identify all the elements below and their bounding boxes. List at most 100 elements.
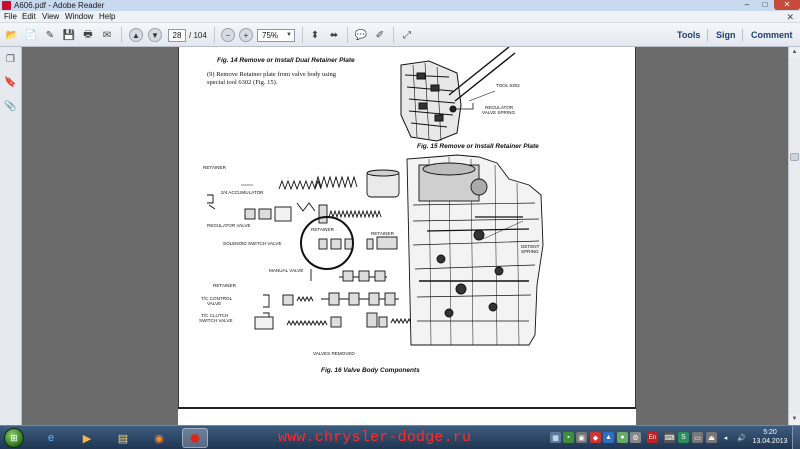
tray-device-icon[interactable]: ▣ <box>576 432 587 443</box>
window-title: A606.pdf - Adobe Reader <box>14 1 105 10</box>
toolbar-divider <box>214 27 215 43</box>
volume-icon[interactable]: 🔊 <box>737 434 746 442</box>
fig16-label-tc-control-valve: VALVE <box>207 301 222 306</box>
edit-icon[interactable]: ✎ <box>45 29 55 41</box>
tools-button[interactable]: Tools <box>677 30 701 40</box>
fig16-label-regulator-valve: REGULATOR VALVE <box>207 223 251 228</box>
fig16-label-detent: DETENT <box>521 244 540 249</box>
language-indicator[interactable]: En <box>647 432 658 443</box>
fig16-illustration <box>207 154 544 346</box>
chevron-down-icon: ▼ <box>286 32 292 38</box>
minimize-button[interactable]: – <box>744 0 750 9</box>
taskbar: ⊞ e ▶ ▤ ◉ ⬣ www.chrysler-dodge.ru ▦ ▪ ▣ … <box>0 425 800 449</box>
comment-button[interactable]: Comment <box>751 30 793 40</box>
toolbar-divider <box>347 27 348 43</box>
page-thumbnails-icon[interactable]: ❐ <box>6 54 15 65</box>
tray-keyboard-icon[interactable]: ⌨ <box>664 432 675 443</box>
tray-settings-icon[interactable]: ⚙ <box>630 432 641 443</box>
fig14-caption: Fig. 14 Remove or Install Dual Retainer … <box>217 57 355 64</box>
tray-app-icon[interactable]: ▦ <box>550 432 561 443</box>
fig15-label-tool: TOOL 6302 <box>496 83 520 88</box>
toolbar-divider <box>393 27 394 43</box>
next-page-icon[interactable]: ▼ <box>148 28 162 42</box>
clock-time: 5:20 <box>763 429 777 436</box>
adobe-reader-taskbar-icon[interactable]: ⬣ <box>182 428 208 448</box>
fig15-caption: Fig. 15 Remove or Install Retainer Plate <box>417 143 539 150</box>
attachments-icon[interactable]: 📎 <box>4 101 17 112</box>
fig16-label-valves-removed: VALVES REMOVED <box>313 351 355 356</box>
close-button[interactable]: ✕ <box>774 0 800 10</box>
print-icon[interactable]: 🖶 <box>83 28 93 40</box>
file-explorer-icon[interactable]: ▤ <box>117 432 129 445</box>
fit-width-icon[interactable]: ⬌ <box>329 29 339 41</box>
firefox-icon[interactable]: ◉ <box>154 432 164 445</box>
fig16-caption: Fig. 16 Valve Body Components <box>321 367 420 374</box>
tray-skype-icon[interactable]: S <box>678 432 689 443</box>
fig16-label-detent-spring: SPRING <box>521 249 539 254</box>
internet-explorer-icon[interactable]: e <box>47 432 55 444</box>
fig15-label-valve-spring: VALVE SPRING <box>482 110 516 115</box>
page-number-input[interactable] <box>168 29 186 42</box>
sign-button[interactable]: Sign <box>716 30 736 40</box>
fig16-label-manual-valve: MANUAL VALVE <box>269 268 304 273</box>
menu-bar: File Edit View Window Help ✕ <box>0 11 800 23</box>
system-clock[interactable]: 5:20 13.04.2013 <box>752 428 788 446</box>
page-count: / 104 <box>189 31 207 40</box>
fig15-illustration <box>400 47 516 142</box>
step-text-line2: special tool 6302 (Fig. 15). <box>207 79 278 86</box>
media-player-icon[interactable]: ▶ <box>82 432 92 445</box>
close-document-icon[interactable]: ✕ <box>786 12 794 22</box>
fig16-label-tc-control: T/C CONTROL <box>201 296 233 301</box>
tray-usb-icon[interactable]: ⏏ <box>706 432 717 443</box>
toolbar: 📂 📄 ✎ 💾 🖶 ✉ ▲ ▼ / 104 − + 75% ▼ ⬍ ⬌ 💬 ✐ … <box>0 23 800 47</box>
fig15-label-regulator: REGULATOR <box>485 105 514 110</box>
fig16-label-tc-clutch-switch: SWITCH VALVE <box>199 318 233 323</box>
step-text-line1: (9) Remove Retainer plate from valve bod… <box>207 71 337 78</box>
fig16-label-tc-clutch: T/C CLUTCH <box>201 313 229 318</box>
window-title-bar[interactable]: A606.pdf - Adobe Reader – □ ✕ <box>0 0 800 11</box>
fig16-label-retainer-low: RETAINER <box>213 283 236 288</box>
scroll-down-icon[interactable]: ▼ <box>789 414 800 425</box>
comment-icon[interactable]: 💬 <box>354 29 368 41</box>
highlight-icon[interactable]: ✐ <box>375 29 385 41</box>
vertical-scrollbar[interactable]: ▲ ▼ <box>788 47 800 425</box>
fig16-label-solenoid-switch: SOLENOID SWITCH VALVE <box>223 241 282 246</box>
fig16-label-retainer-right: RETAINER <box>371 231 394 236</box>
show-desktop-button[interactable] <box>792 426 800 449</box>
open-file-icon[interactable]: 📂 <box>5 29 19 41</box>
save-icon[interactable]: 💾 <box>62 29 76 41</box>
menu-help[interactable]: Help <box>99 12 116 21</box>
scrollbar-thumb[interactable] <box>790 153 799 161</box>
maximize-button[interactable]: □ <box>762 0 768 9</box>
tray-update-icon[interactable]: ▲ <box>603 432 614 443</box>
menu-file[interactable]: File <box>4 12 17 21</box>
fig16-label-accumulator: 2/4 ACCUMULATOR <box>221 190 264 195</box>
tray-display-icon[interactable]: ▭ <box>692 432 703 443</box>
read-mode-icon[interactable]: ⤢ <box>403 29 411 41</box>
zoom-value: 75% <box>262 31 279 40</box>
pdf-next-page <box>178 407 636 425</box>
pdf-page: Fig. 14 Remove or Install Dual Retainer … <box>178 47 636 425</box>
menu-window[interactable]: Window <box>65 12 94 21</box>
email-icon[interactable]: ✉ <box>102 29 112 41</box>
toolbar-divider <box>302 27 303 43</box>
navigation-pane: ❐ 🔖 📎 <box>0 47 22 425</box>
tray-network-icon[interactable]: ▪ <box>563 432 574 443</box>
create-pdf-icon[interactable]: 📄 <box>24 29 38 41</box>
tray-show-hidden-icon[interactable]: ◂ <box>723 434 728 442</box>
tray-sync-icon[interactable]: ● <box>617 432 628 443</box>
menu-view[interactable]: View <box>42 12 60 21</box>
zoom-in-icon[interactable]: + <box>239 28 253 42</box>
bookmarks-icon[interactable]: 🔖 <box>4 77 17 88</box>
toolbar-divider <box>742 29 743 41</box>
adobe-reader-icon <box>2 1 11 10</box>
zoom-select[interactable]: 75% ▼ <box>257 29 295 42</box>
fit-page-icon[interactable]: ⬍ <box>310 29 320 41</box>
tray-antivirus-icon[interactable]: ◆ <box>590 432 601 443</box>
scroll-up-icon[interactable]: ▲ <box>789 47 800 58</box>
start-button[interactable]: ⊞ <box>4 428 24 448</box>
menu-edit[interactable]: Edit <box>22 12 36 21</box>
document-area[interactable]: Fig. 14 Remove or Install Dual Retainer … <box>22 47 788 425</box>
previous-page-icon[interactable]: ▲ <box>129 28 143 42</box>
zoom-out-icon[interactable]: − <box>221 28 235 42</box>
